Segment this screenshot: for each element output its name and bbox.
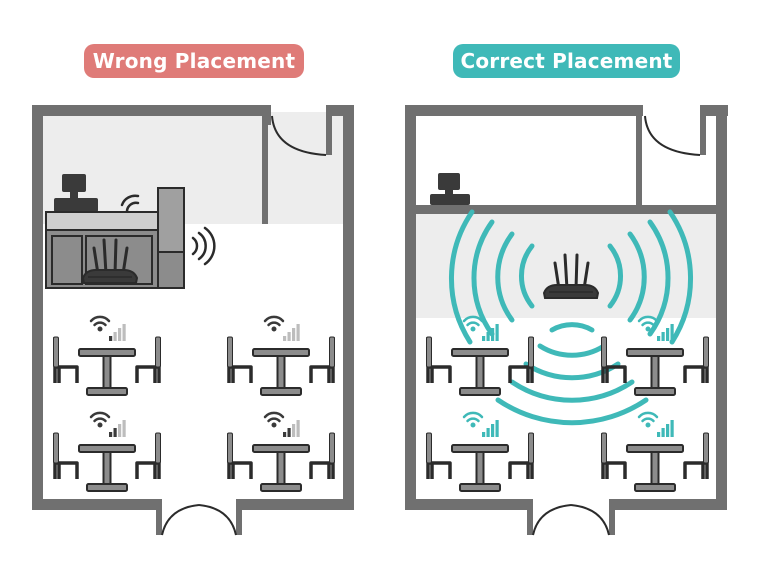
correct-placement-label: Correct Placement	[453, 44, 680, 78]
chair-icon	[508, 431, 536, 481]
walls	[405, 105, 728, 535]
dining-set	[51, 411, 163, 492]
chair-icon	[508, 335, 536, 385]
chair-icon	[424, 335, 452, 385]
door-icon	[161, 504, 237, 536]
correct-floor-plan	[405, 105, 728, 536]
table-icon	[451, 444, 509, 492]
chair-icon	[309, 335, 337, 385]
chair-icon	[51, 335, 79, 385]
chair-icon	[225, 431, 253, 481]
door-icon	[644, 115, 701, 156]
door-icon	[532, 504, 610, 536]
dining-set	[225, 411, 337, 492]
chair-icon	[225, 335, 253, 385]
wrong-placement-label: Wrong Placement	[84, 44, 304, 78]
signal-wave-icon	[120, 194, 216, 266]
dining-area	[51, 315, 711, 492]
wifi-signal-icon	[263, 315, 300, 341]
table-icon	[252, 348, 310, 396]
wifi-signal-icon	[637, 411, 674, 437]
wifi-signal-icon	[89, 315, 126, 341]
chair-icon	[309, 431, 337, 481]
wifi-signal-icon	[263, 411, 300, 437]
table-icon	[252, 444, 310, 492]
dining-set	[51, 315, 163, 396]
counter	[45, 187, 185, 289]
dining-set	[225, 315, 337, 396]
chair-icon	[599, 431, 627, 481]
wrong-floor-plan	[32, 105, 354, 536]
chair-icon	[683, 431, 711, 481]
dining-set	[599, 411, 711, 492]
table-icon	[626, 444, 684, 492]
chair-icon	[51, 431, 79, 481]
wifi-signal-icon	[89, 411, 126, 437]
dining-set	[424, 315, 536, 396]
table-icon	[451, 348, 509, 396]
chair-icon	[683, 335, 711, 385]
wifi-signal-icon	[637, 315, 674, 341]
chair-icon	[135, 431, 163, 481]
wifi-signal-icon	[462, 411, 499, 437]
table-icon	[626, 348, 684, 396]
wifi-signal-icon	[462, 315, 499, 341]
chair-icon	[135, 335, 163, 385]
table-icon	[78, 444, 136, 492]
dining-set	[424, 411, 536, 492]
dining-set	[599, 315, 711, 396]
chair-icon	[599, 335, 627, 385]
cash-register-icon	[430, 173, 470, 205]
cash-register-icon	[54, 174, 98, 212]
table-icon	[78, 348, 136, 396]
walls	[32, 105, 354, 535]
door-icon	[271, 115, 327, 156]
chair-icon	[424, 431, 452, 481]
signal-wave-icon	[448, 209, 694, 426]
